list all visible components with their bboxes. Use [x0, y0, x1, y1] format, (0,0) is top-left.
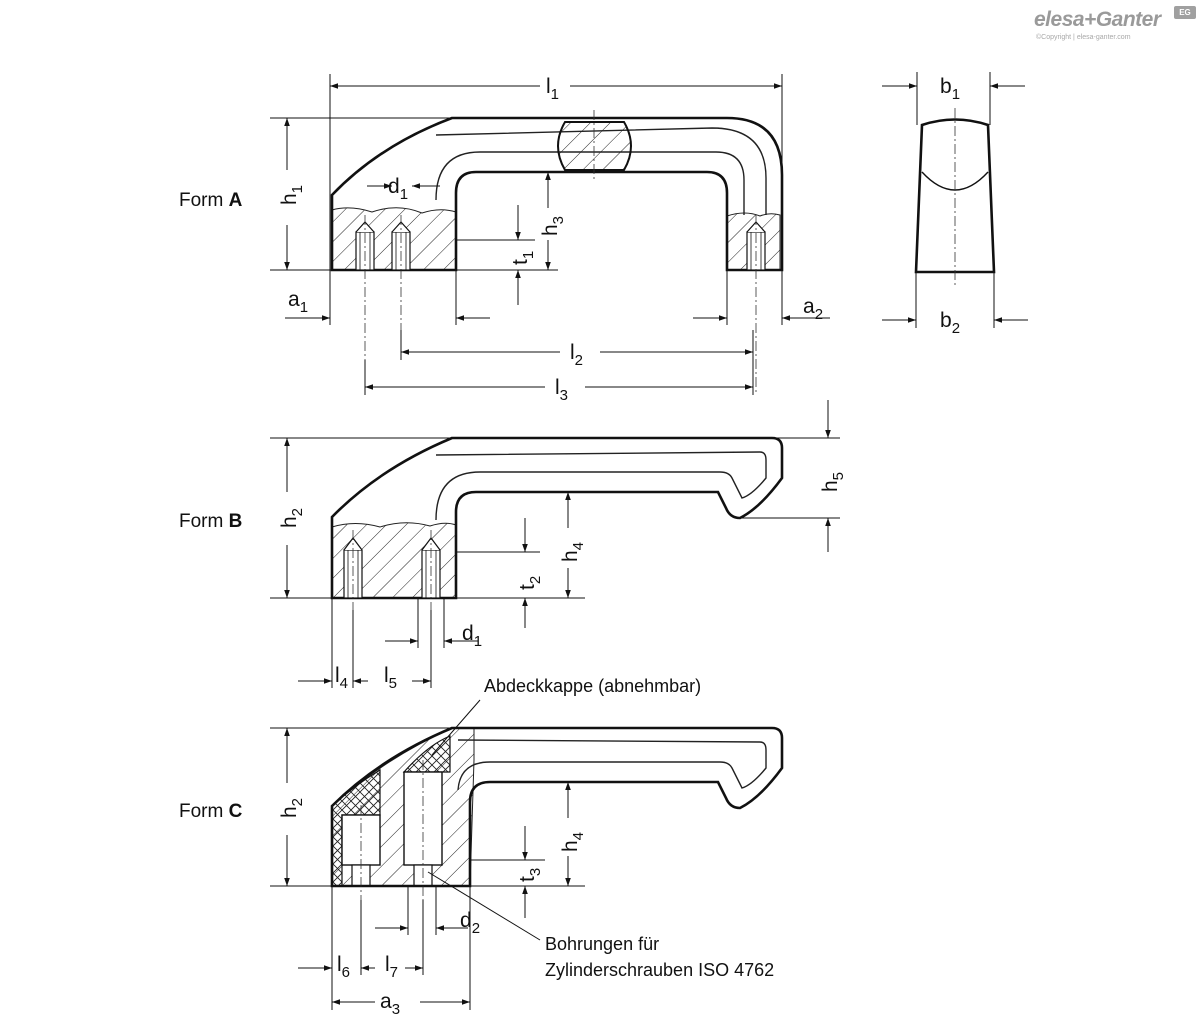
note-cover-cap: Abdeckkappe (abnehmbar)	[484, 676, 701, 696]
dim-h4-form-c: h4	[559, 832, 587, 852]
annotation-notes: Abdeckkappe (abnehmbar) Bohrungen für Zy…	[484, 676, 774, 980]
dim-l4: l4	[335, 664, 348, 692]
dim-h4-form-b: h4	[559, 542, 587, 562]
brand-badge: EG	[1174, 6, 1196, 19]
form-b-groove	[435, 451, 767, 521]
form-b-outline	[330, 436, 784, 600]
brand-copyright: ©Copyright | elesa-ganter.com	[1036, 34, 1131, 41]
dim-l6: l6	[337, 953, 350, 981]
form-b-dimensions	[270, 400, 840, 688]
dim-h2-form-b: h2	[278, 508, 306, 528]
form-a-label: Form A	[179, 190, 243, 211]
dim-t3: t3	[516, 868, 544, 882]
form-c-dimensions	[270, 699, 585, 1010]
note-holes-line1: Bohrungen für	[545, 934, 659, 954]
form-a-groove	[435, 127, 767, 215]
form-c-label: Form C	[179, 801, 243, 822]
dim-t1: t1	[509, 251, 537, 265]
form-c-groove	[457, 739, 767, 791]
dim-l7: l7	[385, 953, 398, 981]
note-holes-line2: Zylinderschrauben ISO 4762	[545, 960, 774, 980]
dim-a2: a2	[803, 295, 823, 323]
form-a-dimensions	[270, 74, 830, 395]
form-a-drawing	[330, 110, 784, 395]
dim-l3: l3	[555, 376, 568, 404]
dimension-labels: l1 b1 b2 d1 a1 a2 l2 l3 d1 l4 l5 d2 l6 l…	[278, 75, 960, 1018]
form-b-drawing	[330, 436, 784, 610]
side-view	[882, 72, 1028, 328]
brand-logo: elesa+Ganter EG ©Copyright | elesa-gante…	[1034, 6, 1200, 46]
dim-h5: h5	[819, 472, 847, 492]
dim-h2-form-c: h2	[278, 798, 306, 818]
dim-d1-form-a: d1	[388, 175, 408, 203]
dim-b1: b1	[940, 75, 960, 103]
dim-t2: t2	[516, 576, 544, 590]
dim-b2: b2	[940, 309, 960, 337]
form-a-cross-section	[557, 121, 632, 171]
dim-l5: l5	[384, 664, 397, 692]
dim-l2: l2	[570, 341, 583, 369]
form-b-label: Form B	[179, 511, 242, 532]
brand-name: elesa+Ganter	[1034, 8, 1161, 31]
dim-a1: a1	[288, 288, 308, 316]
dim-d2: d2	[460, 909, 480, 937]
dim-a3: a3	[380, 990, 400, 1018]
dim-l1: l1	[546, 75, 559, 103]
dim-d1-form-b: d1	[462, 622, 482, 650]
form-c-drawing	[330, 726, 784, 900]
form-labels: Form A Form B Form C	[179, 190, 243, 822]
form-c-outline	[330, 726, 784, 888]
dim-h3: h3	[539, 216, 567, 236]
dim-h1: h1	[278, 185, 306, 205]
form-c-cap-main	[402, 735, 451, 773]
